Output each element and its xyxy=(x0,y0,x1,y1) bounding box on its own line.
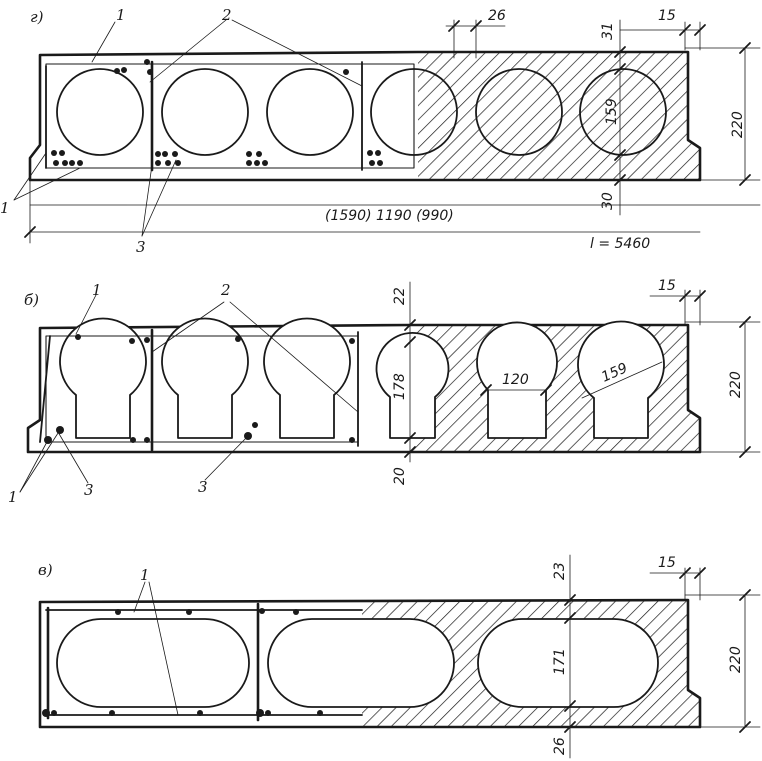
keyhole-void xyxy=(577,320,665,439)
dim-171: 171 xyxy=(552,648,568,675)
panel-g-slab-outline xyxy=(28,50,702,182)
callout-1-left: 1 xyxy=(0,199,10,217)
panel-b-leaders xyxy=(19,281,761,493)
panel-b-voids xyxy=(59,317,665,439)
panel-g-rebar-dots xyxy=(51,59,383,166)
panel-v-reinforcement xyxy=(45,602,363,722)
dim-15: 15 xyxy=(658,555,676,571)
span-note: (1590) 1190 (990) xyxy=(325,208,454,224)
void-circle xyxy=(56,68,144,156)
panel-v: в) 1 23 15 171 220 26 xyxy=(38,554,761,759)
void-circle xyxy=(475,68,563,156)
keyhole-void xyxy=(375,331,450,439)
panel-b-reinforcement xyxy=(39,328,359,452)
panel-g-reinforcement xyxy=(45,60,415,172)
dim-178: 178 xyxy=(392,373,408,400)
dim-26: 26 xyxy=(488,8,506,24)
keyhole-void xyxy=(59,317,147,439)
keyhole-void xyxy=(476,321,558,439)
panel-v-rebar-dots xyxy=(42,608,323,717)
keyhole-void xyxy=(161,317,249,439)
callout-1-top: 1 xyxy=(92,281,102,299)
void-circle xyxy=(161,68,249,156)
panel-v-dim-ticks xyxy=(564,567,751,733)
panel-v-leaders xyxy=(133,554,761,759)
dim-22: 22 xyxy=(392,287,408,305)
panel-g-letter: г) xyxy=(30,8,44,26)
panel-g-dim-ticks xyxy=(24,20,751,238)
void-circle xyxy=(579,68,667,156)
panel-b-slab-outline xyxy=(26,323,702,454)
dim-23: 23 xyxy=(552,562,568,580)
panel-g-leaders xyxy=(13,19,761,244)
dim-120: 120 xyxy=(502,372,529,388)
panel-g: г) 1 2 26 15 31 159 220 30 1 3 (1590) 11… xyxy=(0,6,761,256)
dim-20: 20 xyxy=(392,467,408,485)
dim-15: 15 xyxy=(658,8,676,24)
dim-15: 15 xyxy=(658,278,676,294)
callout-3: 3 xyxy=(136,238,146,256)
callout-1-left: 1 xyxy=(8,488,18,506)
callout-2: 2 xyxy=(220,281,231,299)
dim-220: 220 xyxy=(728,371,744,398)
keyhole-void xyxy=(263,317,351,439)
panel-b-dim-ticks xyxy=(404,290,751,458)
void-circle xyxy=(266,68,354,156)
dim-220: 220 xyxy=(730,111,746,138)
dim-30: 30 xyxy=(600,192,616,210)
dim-159: 159 xyxy=(604,98,620,125)
panel-b: б) 1 2 22 15 178 120 159 220 20 1 3 3 xyxy=(8,278,761,506)
callout-3-left: 3 xyxy=(84,481,94,499)
panel-v-slab-outline xyxy=(38,598,702,729)
panel-b-letter: б) xyxy=(24,291,39,309)
dim-26: 26 xyxy=(552,737,568,755)
panel-v-voids xyxy=(56,618,659,708)
callout-1-top: 1 xyxy=(116,6,126,24)
dim-220: 220 xyxy=(728,646,744,673)
oval-void xyxy=(56,618,250,708)
callout-3-mid: 3 xyxy=(198,478,208,496)
length-note: l = 5460 xyxy=(590,236,650,252)
callout-1: 1 xyxy=(140,566,150,584)
panel-v-letter: в) xyxy=(38,561,53,579)
oval-void xyxy=(267,618,455,708)
oval-void xyxy=(477,618,659,708)
callout-2: 2 xyxy=(221,6,232,24)
dim-31: 31 xyxy=(600,22,616,40)
panel-g-hatched-concrete xyxy=(418,52,700,180)
